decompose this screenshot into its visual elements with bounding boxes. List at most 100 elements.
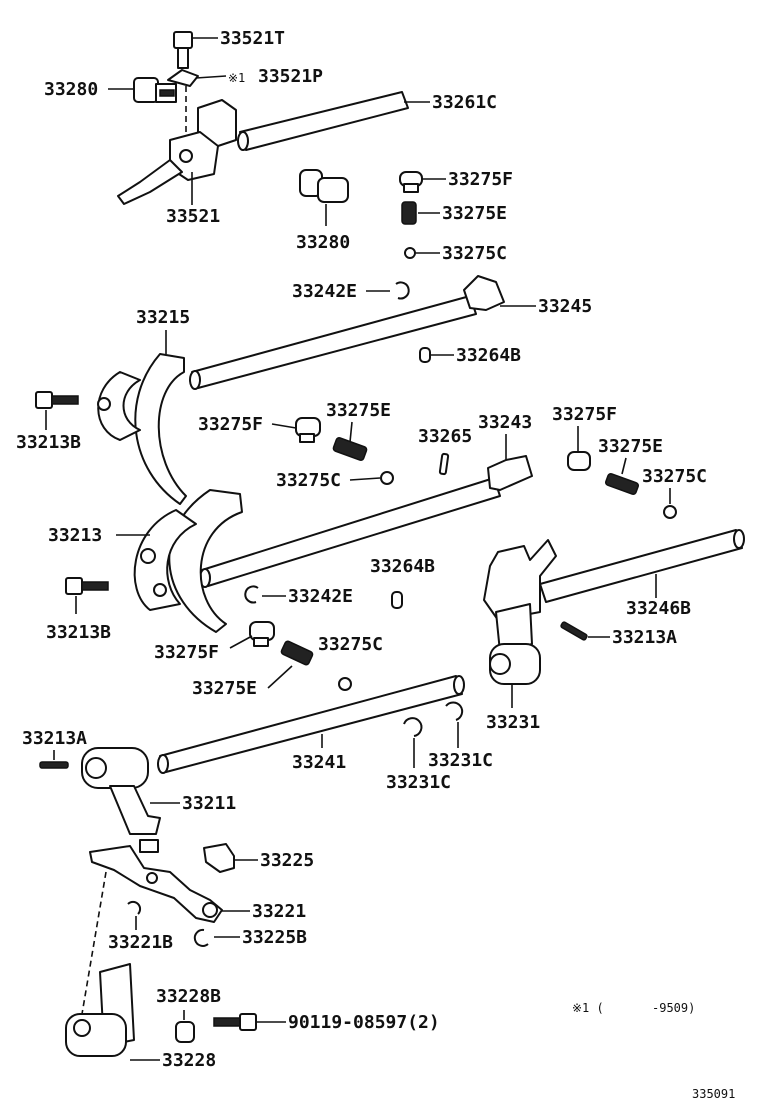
label-33521P: 33521P (258, 66, 323, 87)
label-33213B-b: 33213B (46, 622, 111, 643)
spring-33275E-a-drawing (401, 201, 417, 225)
label-33264B-a: 33264B (456, 345, 521, 366)
label-33245: 33245 (538, 296, 592, 317)
label-33213B-a: 33213B (16, 432, 81, 453)
ball-33275C-d-drawing (338, 677, 352, 691)
bolt-33213B-a-drawing (35, 391, 79, 409)
plug-33275F-a-drawing (399, 171, 423, 193)
label-33215: 33215 (136, 307, 190, 328)
label-33275C-d: 33275C (318, 634, 383, 655)
note-mark: ※1 (228, 71, 245, 85)
bolt-33521T-drawing (173, 31, 193, 69)
label-33228B: 33228B (156, 986, 221, 1007)
plug-33275F-d-drawing (249, 621, 275, 647)
bolt-33213B-b-drawing (65, 577, 109, 595)
label-33275F-a: 33275F (448, 169, 513, 190)
label-33243: 33243 (478, 412, 532, 433)
spring-33275E-d-drawing (280, 640, 314, 666)
label-33242E-b: 33242E (288, 586, 353, 607)
rod-33261C-drawing (237, 91, 409, 151)
ring-33231C-a-drawing (403, 717, 423, 737)
label-33231: 33231 (486, 712, 540, 733)
label-33275E-c: 33275E (598, 436, 663, 457)
label-33213A-b: 33213A (22, 728, 87, 749)
label-33275E-d: 33275E (192, 678, 257, 699)
label-33264B-b: 33264B (370, 556, 435, 577)
footnote-mark: ※1 ( (572, 1001, 604, 1015)
ring-33242E-a-drawing (395, 281, 410, 300)
label-33221: 33221 (252, 901, 306, 922)
label-33275C-b: 33275C (276, 470, 341, 491)
label-33275F-c: 33275F (552, 404, 617, 425)
rod-33241-drawing (157, 675, 465, 774)
footnote-range: -9509) (652, 1001, 695, 1015)
label-33275C-a: 33275C (442, 243, 507, 264)
spring-33275E-c-drawing (605, 472, 639, 496)
leader-33275E-b (349, 421, 353, 443)
fork-33215-drawing (97, 353, 187, 505)
plug-33280-top-drawing (133, 77, 177, 103)
label-33213: 33213 (48, 525, 102, 546)
dashed-guide-bottom (81, 871, 107, 1015)
leader-33275E-d (267, 665, 293, 689)
ball-33275C-c-drawing (663, 505, 677, 519)
plate-33521P-drawing (167, 69, 199, 87)
leader-33275F-b (271, 423, 297, 429)
label-33241: 33241 (292, 752, 346, 773)
label-33221B: 33221B (108, 932, 173, 953)
pin-33264B-b-drawing (391, 591, 403, 609)
figure-id: 335091 (692, 1087, 735, 1101)
label-33275F-d: 33275F (154, 642, 219, 663)
pin-33213A-b-drawing (39, 761, 69, 769)
shift-head-33231-drawing (483, 539, 557, 685)
fork-33213-drawing (133, 489, 243, 633)
ring-33231C-b-drawing (445, 701, 464, 721)
rod-33246B-drawing (539, 529, 745, 603)
spring-33275E-b-drawing (332, 437, 368, 461)
pin-33264B-a-drawing (419, 347, 431, 363)
label-33225B: 33225B (242, 927, 307, 948)
plug-33275F-c-drawing (567, 451, 591, 471)
block-33225-drawing (203, 843, 235, 873)
label-33242E-a: 33242E (292, 281, 357, 302)
plug-33275F-b-drawing (295, 417, 321, 443)
ball-33275C-a-drawing (404, 247, 416, 259)
label-33265: 33265 (418, 426, 472, 447)
label-33280-mid: 33280 (296, 232, 350, 253)
pin-33265-drawing (438, 452, 450, 476)
ring-33242E-b-drawing (244, 585, 259, 604)
plug-33280-mid-drawing (299, 169, 349, 203)
label-33521: 33521 (166, 206, 220, 227)
label-33280-top: 33280 (44, 79, 98, 100)
rod-33243-drawing (199, 455, 533, 588)
label-33231C-b: 33231C (428, 750, 493, 771)
collar-33228B-drawing (175, 1021, 195, 1043)
lever-33228-drawing (65, 963, 135, 1057)
clip-33225B-drawing (193, 928, 209, 947)
label-33211: 33211 (182, 793, 236, 814)
label-33228: 33228 (162, 1050, 216, 1071)
label-33213A-a: 33213A (612, 627, 677, 648)
bolt-90119-drawing (213, 1013, 257, 1031)
arm-33221-drawing (89, 845, 223, 923)
label-33275E-a: 33275E (442, 203, 507, 224)
label-33261C: 33261C (432, 92, 497, 113)
lever-33211-drawing (81, 747, 161, 853)
label-33275E-b: 33275E (326, 400, 391, 421)
leader-33275F-d (229, 635, 253, 649)
label-33275C-c: 33275C (642, 466, 707, 487)
label-33225: 33225 (260, 850, 314, 871)
leader-33521P (195, 75, 227, 79)
label-33521T: 33521T (220, 28, 285, 49)
leader-33275C-b (349, 477, 381, 481)
label-33275F-b: 33275F (198, 414, 263, 435)
label-90119: 90119-08597(2) (288, 1012, 440, 1033)
ball-33275C-b-drawing (380, 471, 394, 485)
shift-head-33521-drawing (117, 99, 237, 205)
rod-33245-drawing (189, 275, 505, 390)
label-33246B: 33246B (626, 598, 691, 619)
clip-33221B-drawing (127, 900, 142, 915)
leader-33275E-c (621, 457, 627, 475)
pin-33213A-a-drawing (560, 621, 588, 641)
